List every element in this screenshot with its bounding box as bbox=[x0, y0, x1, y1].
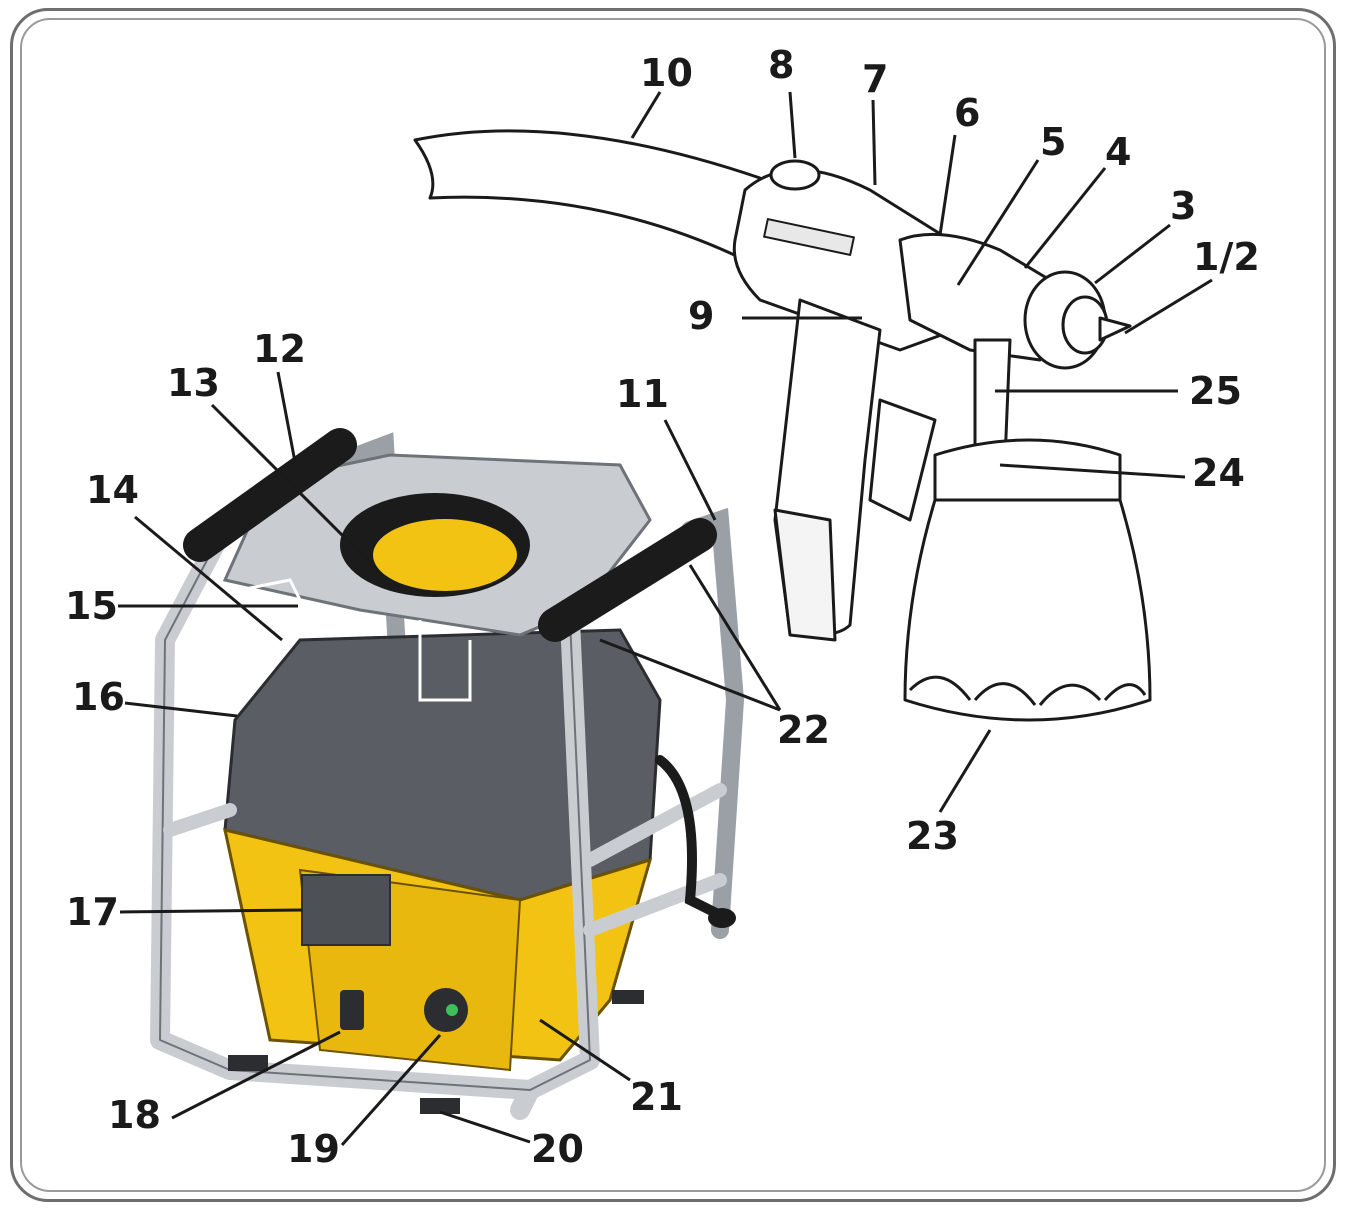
filter-cover bbox=[301, 874, 391, 946]
callout-label: 24 bbox=[1192, 451, 1245, 495]
callout-label: 14 bbox=[86, 468, 139, 512]
callout-label: 13 bbox=[167, 361, 220, 405]
leader-lines bbox=[118, 91, 1213, 1146]
handle-grip-right bbox=[538, 518, 717, 642]
callout-label: 10 bbox=[640, 51, 693, 95]
callout-label: 4 bbox=[1105, 130, 1132, 174]
callout-label: 3 bbox=[1170, 184, 1197, 228]
frame-crossbar bbox=[163, 783, 727, 937]
callout-label: 18 bbox=[108, 1093, 161, 1137]
air-hose bbox=[413, 129, 762, 262]
paint-container bbox=[903, 498, 1152, 722]
callout-label: 22 bbox=[777, 708, 830, 752]
foot-rear bbox=[612, 990, 644, 1004]
brand-logo bbox=[763, 218, 855, 256]
handle-grip-left bbox=[183, 428, 357, 562]
callout-label: 19 bbox=[287, 1127, 340, 1171]
callout-label: 11 bbox=[616, 372, 669, 416]
front-housing bbox=[898, 232, 1052, 362]
callout-label: 20 bbox=[531, 1127, 584, 1171]
cup-holder-insert bbox=[373, 519, 517, 591]
nozzle-tip bbox=[1098, 316, 1132, 342]
rounded-frame-inner bbox=[20, 18, 1326, 1192]
callout-label: 17 bbox=[66, 890, 119, 934]
callout-label: 25 bbox=[1189, 369, 1242, 413]
handle-grip bbox=[773, 508, 837, 642]
callout-label: 7 bbox=[862, 57, 889, 101]
callout-label: 16 bbox=[72, 675, 125, 719]
callout-label: 6 bbox=[954, 91, 981, 135]
callout-label: 1/2 bbox=[1193, 235, 1260, 279]
hose-outlet bbox=[655, 755, 725, 920]
container-ribs bbox=[908, 675, 1147, 706]
wire-holder bbox=[238, 578, 472, 702]
base-station bbox=[150, 428, 745, 1120]
spray-gun bbox=[413, 129, 1152, 722]
callout-label: 12 bbox=[253, 327, 306, 371]
callout-label: 9 bbox=[688, 294, 715, 338]
power-switch bbox=[340, 990, 364, 1030]
volume-knob bbox=[769, 159, 821, 191]
callout-label: 8 bbox=[768, 43, 795, 87]
callout-label: 21 bbox=[630, 1075, 683, 1119]
callout-label: 23 bbox=[906, 814, 959, 858]
callout-label: 15 bbox=[65, 584, 118, 628]
foot-left bbox=[228, 1055, 268, 1071]
trigger bbox=[868, 398, 937, 522]
foot-right bbox=[420, 1098, 460, 1114]
callout-label: 5 bbox=[1040, 120, 1067, 164]
rounded-frame bbox=[10, 8, 1336, 1202]
